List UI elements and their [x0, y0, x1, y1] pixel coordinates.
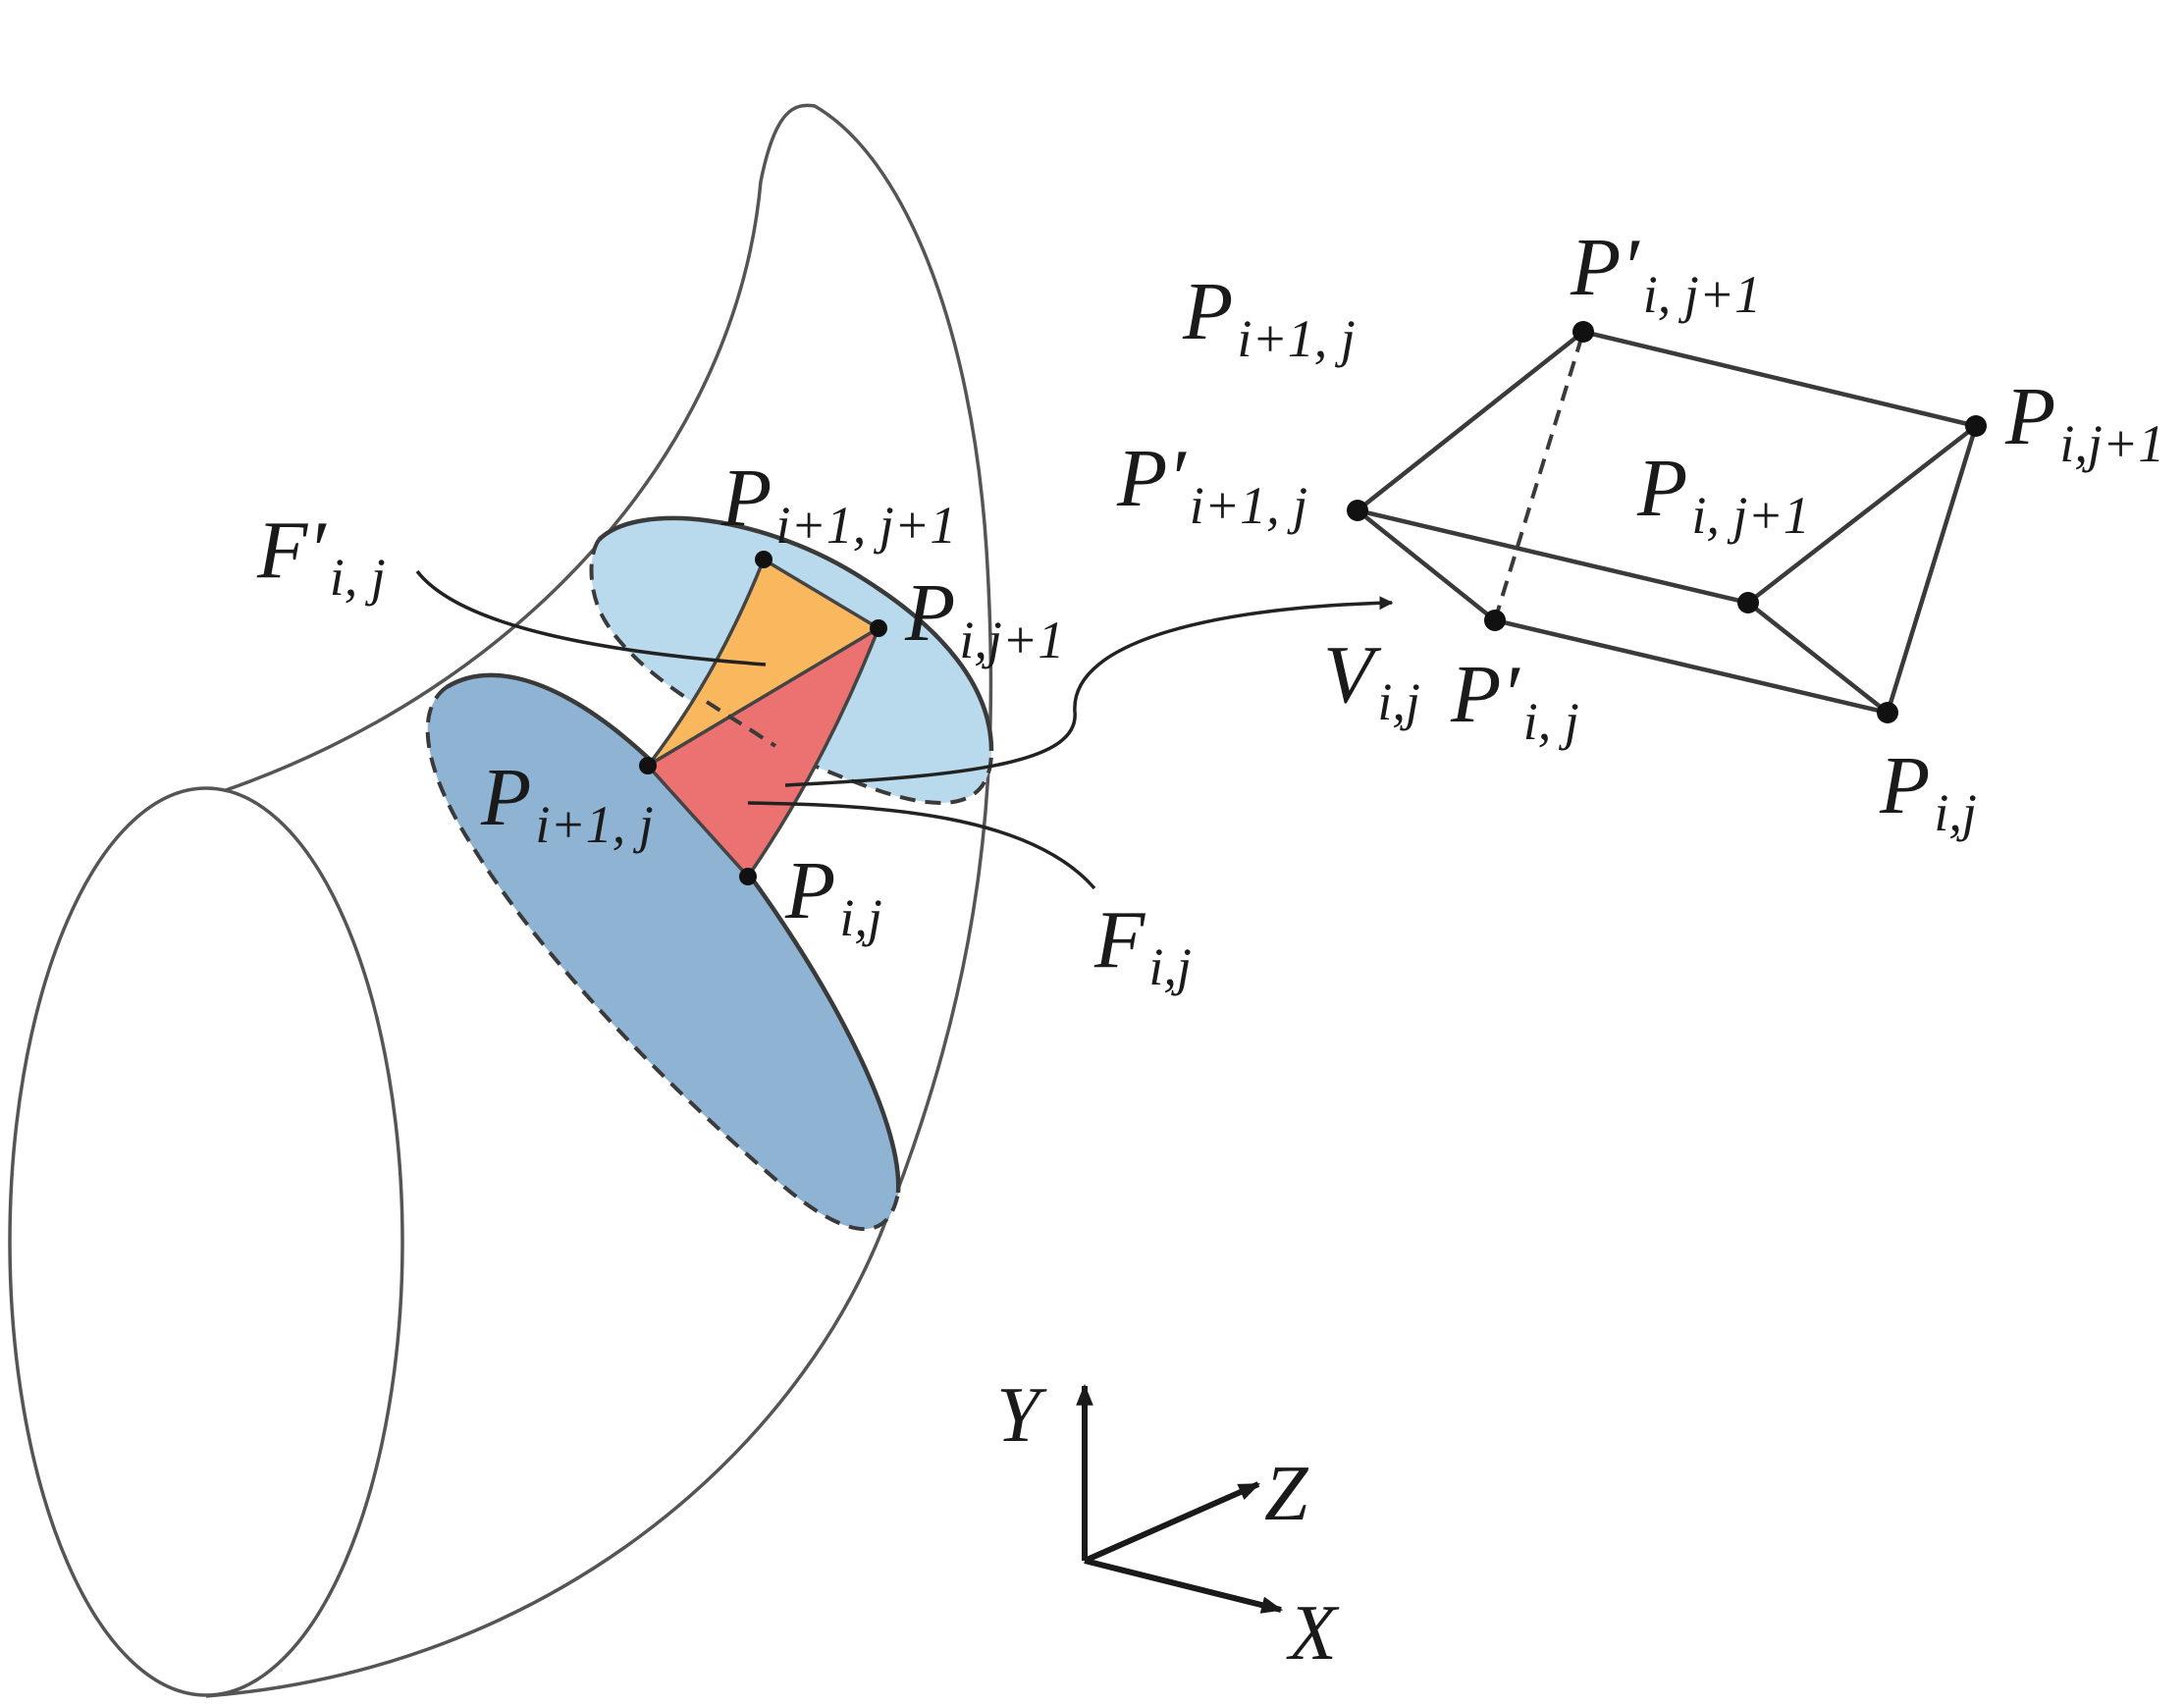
node-p-i-jp1-mid	[1737, 592, 1759, 613]
edge-ppij-pij	[1494, 617, 1889, 716]
voxel-element	[1347, 321, 1987, 723]
vertex-p-ip1-jp1	[755, 551, 772, 568]
label-element-v: Vi,j	[1323, 629, 1420, 731]
x-axis-label: X	[1286, 1590, 1340, 1677]
edge-pijp1-mid	[1746, 424, 1978, 605]
node-p-i-j	[1877, 702, 1898, 723]
edge-ppijp1-pijp1	[1582, 329, 1977, 429]
label-element-pp-i-j: P′i, j	[1450, 649, 1579, 751]
horn-outer-upper-curve	[205, 103, 993, 1698]
y-axis-label: Y	[996, 1372, 1047, 1459]
node-pp-ip1-j	[1347, 500, 1368, 521]
face-f	[645, 623, 882, 879]
label-f: Fi,j	[1093, 894, 1192, 996]
vertex-p-i-jp1	[870, 619, 887, 637]
coordinate-axes: Y Z X	[996, 1372, 1340, 1677]
z-axis-label: Z	[1264, 1451, 1309, 1537]
edge-mid-pij	[1746, 601, 1890, 715]
node-p-i-jp1	[1965, 415, 1987, 437]
label-element-pp-ip1-j: P′i+1, j	[1116, 433, 1307, 535]
label-surface-p-ip1-jp1: Pi+1, j+1	[720, 453, 956, 555]
label-element-pp-i-jp1: P′i, j+1	[1570, 222, 1761, 324]
node-pp-i-j	[1484, 610, 1506, 631]
horn-base-ellipse	[8, 786, 404, 1697]
label-element-p-ip1-j-top: Pi+1, j	[1182, 266, 1356, 368]
edge-ppip1j-mid	[1357, 507, 1749, 606]
z-axis	[1083, 1481, 1261, 1564]
lower-ellipse-fill	[427, 674, 899, 1230]
label-surface-p-i-j: Pi,j	[784, 845, 882, 947]
label-element-p-i-jp1-mid: Pi, j+1	[1636, 443, 1810, 545]
leader-f-prime	[415, 569, 767, 666]
upper-ellipse-front-edge	[597, 515, 994, 752]
mapping-arrow	[784, 596, 1394, 787]
leader-f	[747, 801, 1096, 890]
node-pp-i-jp1	[1572, 321, 1594, 343]
hidden-diagonal	[705, 700, 777, 748]
label-surface-p-i-jp1: Pi,j+1	[904, 567, 1064, 669]
edge-ppij-ppijp1-hidden	[1493, 331, 1585, 621]
horn-surface	[8, 103, 993, 1698]
x-axis	[1084, 1558, 1284, 1614]
label-surface-p-ip1-j: Pi+1, j	[480, 752, 654, 854]
edge-ppip1j-ppijp1	[1356, 330, 1585, 512]
vertex-p-i-j	[739, 868, 757, 885]
label-element-p-i-j: Pi,j	[1879, 740, 1977, 842]
edge-ppip1j-ppij	[1356, 508, 1497, 622]
vertex-p-ip1-j	[639, 757, 657, 774]
lower-ellipse-back-edge	[425, 685, 900, 1231]
label-f-prime: F′i, j	[256, 505, 386, 607]
label-element-p-i-jp1-right: Pi,j+1	[2004, 371, 2164, 473]
edge-pijp1-pij	[1885, 425, 1979, 714]
